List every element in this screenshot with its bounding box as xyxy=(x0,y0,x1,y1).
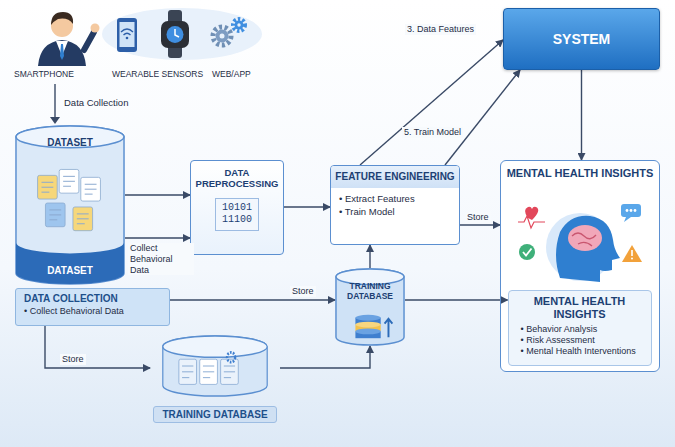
box-title: FEATURE ENGINEERING xyxy=(331,166,459,188)
watch-icon xyxy=(161,10,189,58)
insights-box: MENTAL HEALTH INSIGHTS • Behavior Analysi… xyxy=(508,290,652,366)
gears-icon xyxy=(213,19,245,45)
person-icon xyxy=(38,12,100,66)
flow-arrow xyxy=(170,299,335,300)
database-cylinder: TRAINING DATABASE xyxy=(150,335,280,423)
cylinder-shape xyxy=(162,335,268,397)
box-title: SYSTEM xyxy=(553,31,611,47)
bullet-item: • Collect Behavioral Data xyxy=(24,306,161,316)
insights-panel: MENTAL HEALTH INSIGHTSMENTAL HEALTH INSI… xyxy=(500,160,660,372)
edge-label: Collect Behavioral Data xyxy=(128,243,194,275)
collection-box: DATA COLLECTION • Collect Behavioral Data xyxy=(15,288,170,326)
process-box: FEATURE ENGINEERING • Extract Features• T… xyxy=(330,165,460,245)
edge-label: Store xyxy=(465,212,491,223)
device-label: SMARTPHONE xyxy=(14,69,74,79)
edge-label: Store xyxy=(60,354,86,365)
edge-label: Store xyxy=(290,286,316,297)
database-cylinder: TRAINING DATABASE xyxy=(335,268,405,346)
flow-arrow xyxy=(445,70,520,165)
flow-arrow xyxy=(284,206,330,207)
cylinder-shape xyxy=(15,125,125,285)
bullet-item: • Train Model xyxy=(331,205,459,218)
flow-arrow xyxy=(125,237,190,238)
dataset-cylinder: DATASET DATASET xyxy=(15,125,125,285)
device-backdrop xyxy=(102,8,262,60)
cylinder-label: DATASET xyxy=(47,265,93,276)
flow-arrow xyxy=(405,299,508,300)
device-label: WEARABLE SENSORS xyxy=(112,69,203,79)
flow-label: Data Collection xyxy=(64,97,128,108)
edge-label: 5. Train Model xyxy=(402,127,463,138)
bullet-item: • Mental Health Interventions xyxy=(515,346,645,357)
brain-illustration xyxy=(518,204,642,282)
panel-fill xyxy=(500,160,660,372)
panel-title: MENTAL HEALTH INSIGHTS xyxy=(505,167,655,180)
cylinder-caption: TRAINING DATABASE xyxy=(153,406,276,423)
binary-code: 10101 11100 xyxy=(215,198,259,231)
cylinder-title: TRAINING DATABASE xyxy=(338,282,402,302)
box-title: DATA COLLECTION xyxy=(24,293,161,304)
device-label: WEB/APP xyxy=(212,69,251,79)
smartphone-icon xyxy=(117,18,137,52)
cylinder-shape xyxy=(335,268,405,346)
system-box: SYSTEM xyxy=(503,8,660,70)
collection-arrow xyxy=(50,84,60,124)
bullet-item: • Extract Features xyxy=(331,192,459,205)
box-title: MENTAL HEALTH INSIGHTS xyxy=(515,295,645,321)
box-title: DATA PREPROCESSING xyxy=(195,167,279,190)
bullet-item: • Behavior Analysis xyxy=(515,324,645,335)
flow-arrow xyxy=(45,326,150,368)
flow-arrow xyxy=(460,224,500,225)
flow-arrow xyxy=(369,245,370,268)
cylinder-title: DATASET xyxy=(47,137,93,148)
flow-arrow xyxy=(280,346,370,368)
flow-arrow xyxy=(125,194,190,195)
process-box: DATA PREPROCESSING 10101 11100 xyxy=(190,160,284,255)
flow-arrow xyxy=(581,70,582,160)
bullet-item: • Risk Assessment xyxy=(515,335,645,346)
edge-label: 3. Data Features xyxy=(405,24,476,35)
flow-arrow xyxy=(360,40,503,165)
